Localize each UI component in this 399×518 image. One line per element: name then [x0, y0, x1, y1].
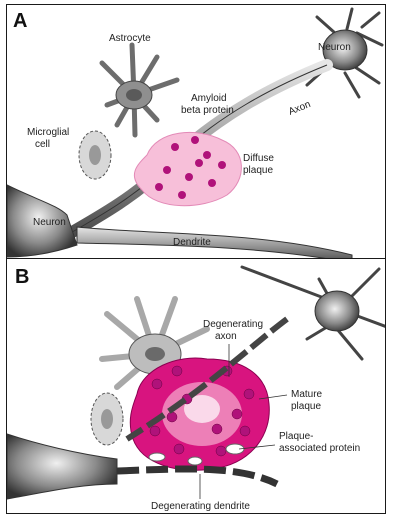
label-diffuse-1: Diffuse — [243, 153, 274, 164]
label-microglial-1: Microglial — [27, 127, 69, 138]
diffuse-plaque — [134, 132, 241, 205]
label-dendrite: Dendrite — [173, 237, 211, 248]
neuron-top-right — [307, 9, 382, 97]
label-degen-dendrite: Degenerating dendrite — [151, 501, 250, 512]
label-degen-axon-2: axon — [215, 331, 237, 342]
microglial-cell-b — [91, 393, 123, 445]
neuron-bottom-left-b — [7, 434, 117, 499]
microglial-cell — [79, 131, 111, 179]
label-mature-1: Mature — [291, 389, 323, 400]
panel-a: A Astrocyte Neuron Amyloid beta protein … — [6, 4, 386, 262]
label-astrocyte: Astrocyte — [109, 33, 151, 44]
neuron-top-right-b — [242, 267, 386, 359]
label-plaque-assoc-1: Plaque- — [279, 431, 313, 442]
label-amyloid-2: beta protein — [181, 105, 234, 116]
label-plaque-assoc-2: associated protein — [279, 443, 360, 454]
label-neuron-left: Neuron — [33, 217, 66, 228]
label-axon: Axon — [287, 99, 312, 118]
degenerating-dendrite — [117, 469, 277, 484]
label-amyloid-1: Amyloid — [191, 93, 227, 104]
panel-a-illustration: A Astrocyte Neuron Amyloid beta protein … — [7, 5, 386, 262]
label-mature-2: plaque — [291, 401, 321, 412]
astrocyte-cell — [102, 45, 177, 135]
panel-b-letter: B — [15, 266, 29, 288]
panel-b-illustration: B Degenerating axon Mature plaque Plaque… — [7, 259, 386, 514]
label-diffuse-2: plaque — [243, 165, 273, 176]
label-degen-axon-1: Degenerating — [203, 319, 263, 330]
label-microglial-2: cell — [35, 139, 50, 150]
label-neuron-top: Neuron — [318, 42, 351, 53]
panel-b: B Degenerating axon Mature plaque Plaque… — [6, 258, 386, 514]
mature-plaque — [130, 358, 269, 470]
panel-a-letter: A — [13, 10, 27, 32]
